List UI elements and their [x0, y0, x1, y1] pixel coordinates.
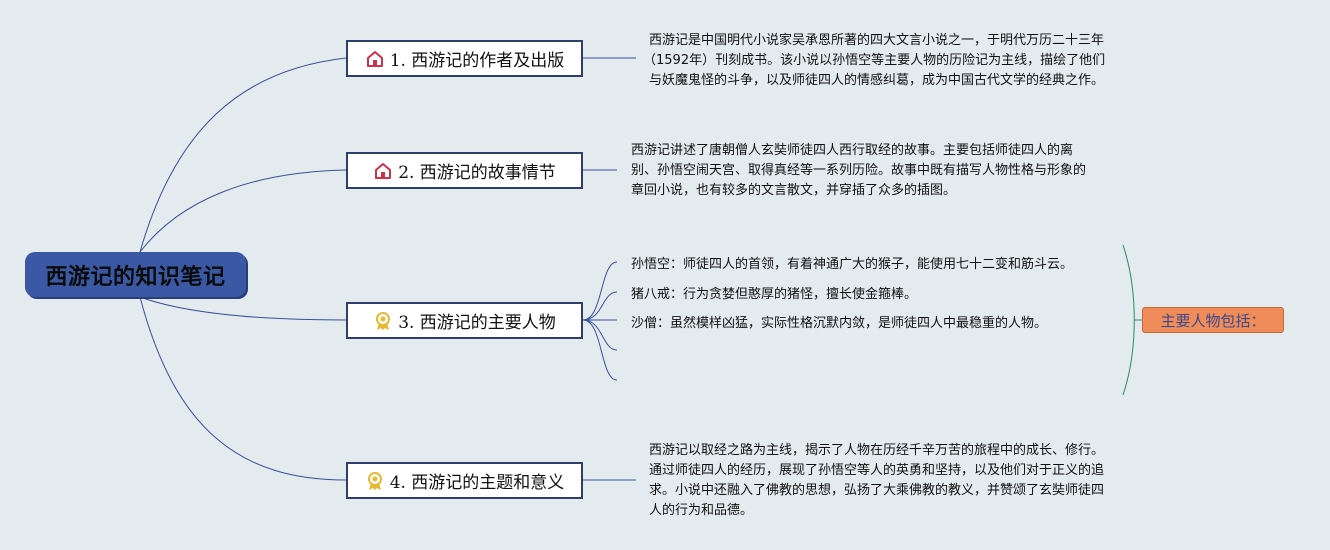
character-sha-seng: 沙僧：虽然模样凶猛，实际性格沉默内敛，是师徒四人中最稳重的人物。	[631, 316, 1048, 331]
summary-main-characters[interactable]: 主要人物包括：	[1142, 307, 1284, 333]
character-zhu-bajie: 猪八戒：行为贪婪但憨厚的猪怪，擅长使金箍棒。	[631, 287, 918, 302]
link-char-1	[582, 261, 618, 321]
link-char-2	[582, 291, 618, 321]
link-root-topic3	[139, 296, 347, 321]
house-icon	[365, 49, 385, 69]
link-root-topic2	[139, 169, 347, 253]
topic-label: 4. 西游记的主题和意义	[389, 473, 565, 493]
root-title: 西游记的知识笔记	[45, 264, 226, 290]
topic-label: 1. 西游记的作者及出版	[389, 51, 565, 71]
award-ribbon-icon	[373, 311, 393, 331]
award-ribbon-icon	[365, 471, 385, 491]
topic-theme-meaning[interactable]: 4. 西游记的主题和意义	[346, 462, 583, 499]
note-line: （1592年）刊刻成书。该小说以孙悟空等主要人物的历险记为主线，描绘了他们	[643, 53, 1106, 68]
note-theme-meaning: 西游记以取经之路为主线，揭示了人物在历经千辛万苦的旅程中的成长、修行。 通过师徒…	[649, 441, 1104, 521]
link-char-4	[582, 319, 618, 351]
note-line: 西游记讲述了唐朝僧人玄奘师徒四人西行取经的故事。主要包括师徒四人的离	[631, 143, 1074, 158]
topic-author-publication[interactable]: 1. 西游记的作者及出版	[346, 40, 583, 77]
link-char-5	[582, 319, 618, 381]
summary-label-text: 主要人物包括：	[1160, 311, 1266, 330]
character-sun-wukong: 孙悟空：师徒四人的首领，有着神通广大的猴子，能使用七十二变和筋斗云。	[631, 257, 1074, 272]
note-line: 西游记以取经之路为主线，揭示了人物在历经千辛万苦的旅程中的成长、修行。	[649, 443, 1105, 458]
note-line: 章回小说，也有较多的文言散文，并穿插了众多的插图。	[631, 183, 957, 198]
link-root-topic4	[139, 296, 347, 481]
topic-label: 3. 西游记的主要人物	[398, 313, 556, 333]
root-topic[interactable]: 西游记的知识笔记	[25, 252, 246, 297]
link-root-topic1	[139, 57, 347, 253]
note-line: 通过师徒四人的经历，展现了孙悟空等人的英勇和坚持，以及他们对于正义的追	[649, 463, 1105, 478]
note-line: 求。小说中还融入了佛教的思想，弘扬了大乘佛教的教义，并赞颂了玄奘师徒四	[649, 483, 1105, 498]
topic-main-characters[interactable]: 3. 西游记的主要人物	[346, 302, 583, 339]
topic-label: 2. 西游记的故事情节	[398, 163, 556, 183]
note-line: 与妖魔鬼怪的斗争，以及师徒四人的情感纠葛，成为中国古代文学的经典之作。	[649, 73, 1105, 88]
note-line: 西游记是中国明代小说家吴承恩所著的四大文言小说之一，于明代万历二十三年	[649, 33, 1105, 48]
note-story-plot: 西游记讲述了唐朝僧人玄奘师徒四人西行取经的故事。主要包括师徒四人的离 别、孙悟空…	[631, 141, 1086, 201]
note-author-publication: 西游记是中国明代小说家吴承恩所著的四大文言小说之一，于明代万历二十三年 （159…	[643, 31, 1105, 91]
topic-story-plot[interactable]: 2. 西游记的故事情节	[346, 152, 583, 189]
note-line: 别、孙悟空闹天宫、取得真经等一系列历险。故事中既有描写人物性格与形象的	[631, 163, 1087, 178]
note-line: 人的行为和品德。	[649, 503, 754, 518]
house-icon	[373, 161, 393, 181]
summary-bracket	[1122, 244, 1135, 396]
